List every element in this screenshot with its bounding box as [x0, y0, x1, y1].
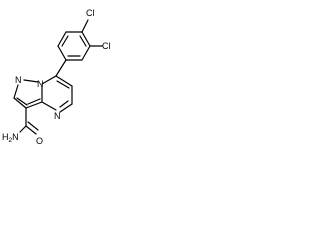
bond [55, 75, 73, 87]
carboxamide-group [19, 107, 39, 135]
bond [41, 75, 57, 85]
bond [25, 101, 43, 109]
bond [16, 97, 28, 106]
bond [41, 101, 57, 111]
amine-label: H2N [2, 132, 19, 144]
chlorine-label: Cl [86, 8, 95, 18]
chlorine-label: Cl [102, 41, 111, 51]
bond [55, 59, 67, 77]
bond [79, 35, 87, 47]
bond [81, 31, 91, 47]
oxygen-label: O [36, 136, 43, 146]
nitrogen-label: N [54, 111, 61, 121]
bond [25, 125, 37, 135]
bond [59, 103, 73, 113]
bond [27, 121, 39, 131]
bond [27, 98, 41, 105]
bond [57, 45, 67, 61]
bond [13, 97, 27, 109]
bond [57, 31, 67, 47]
bond [19, 125, 27, 133]
bond [61, 35, 69, 47]
bond [59, 100, 69, 108]
pyrazole-ring [13, 79, 43, 109]
pyrimidine-ring [41, 75, 73, 113]
bond [81, 45, 91, 61]
bond [23, 79, 39, 83]
bond [81, 19, 89, 33]
bond [13, 84, 19, 99]
nitrogen-label: N [15, 75, 22, 85]
structure-diagram: Cl Cl N N N H2N O [2, 8, 111, 146]
dichlorophenyl-ring [57, 19, 103, 61]
nitrogen-label: N [37, 79, 44, 89]
bond [56, 80, 70, 89]
